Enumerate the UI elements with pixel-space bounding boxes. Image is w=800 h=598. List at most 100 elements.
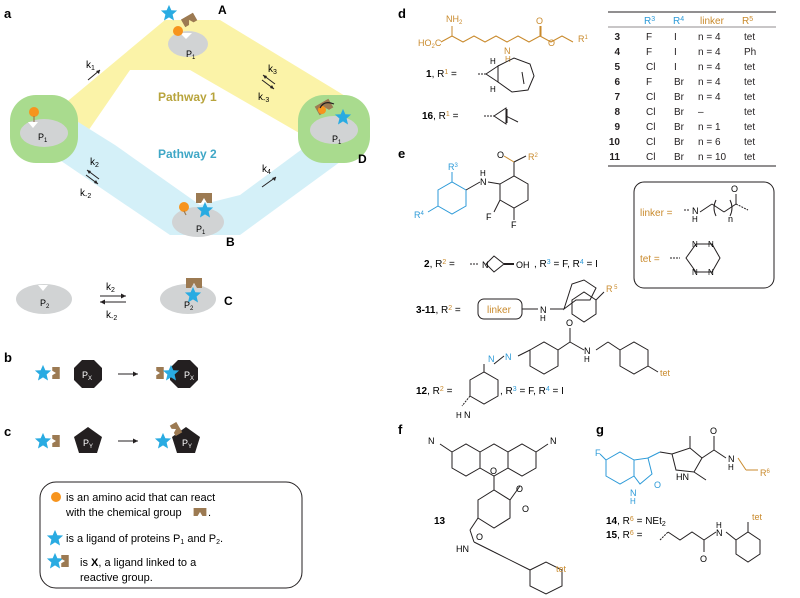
pathway2-band	[45, 110, 370, 235]
BCN-H1: H	[490, 57, 496, 66]
cmp3-H: H	[540, 314, 546, 323]
table-cell: Cl	[646, 62, 655, 73]
BCN-H2: H	[490, 85, 496, 94]
table-cell: n = 4	[698, 77, 721, 88]
table-cell: tet	[744, 92, 755, 103]
table-cell: Cl	[646, 92, 655, 103]
e-R4: R4	[414, 210, 425, 220]
state-D-complex	[310, 98, 358, 144]
d-NH-H: H	[505, 55, 511, 64]
P2-label-free: P2	[40, 298, 50, 310]
azetidine-N: N	[482, 260, 489, 270]
table-cell-compound: 10	[609, 137, 621, 148]
cmp12-N2: N	[505, 352, 512, 362]
linker-def-N: N	[692, 206, 699, 216]
table-cell-compound: 9	[614, 122, 620, 133]
table-cell-compound: 3	[614, 32, 620, 43]
table-cell: n = 6	[698, 137, 721, 148]
k1-arrow	[87, 69, 101, 81]
Py-complex	[154, 421, 200, 453]
P2-complex	[160, 278, 216, 314]
table-cell: Cl	[646, 152, 655, 163]
cmp3-N: N	[540, 305, 547, 315]
tet-N4: N	[708, 268, 714, 277]
tmr-tet: tet	[556, 564, 567, 574]
pathway1-label: Pathway 1	[158, 90, 217, 104]
table-cell: Cl	[646, 122, 655, 133]
tmr-O-amide: O	[476, 532, 483, 542]
panel-label-g: g	[596, 422, 604, 437]
table-cell: tet	[744, 152, 755, 163]
table-header-R4: R4	[673, 16, 684, 27]
e-F2: F	[511, 220, 517, 230]
e-R5: R 5	[606, 284, 618, 294]
cmp12-label: 12, R2 =	[416, 386, 453, 397]
cmp12-N1: N	[488, 354, 495, 364]
linker-def-structure	[684, 194, 749, 217]
g-O-lactam: O	[654, 480, 661, 490]
tet-def-label: tet =	[640, 254, 660, 265]
cmp15-N: N	[716, 528, 723, 538]
e-NH-H: H	[480, 169, 486, 178]
g-NH-H: H	[728, 463, 734, 472]
table-cell: F	[646, 47, 652, 58]
table-cell: n = 1	[698, 122, 721, 133]
Px-protein	[74, 360, 102, 388]
panel-label-d: d	[398, 6, 406, 21]
k2-arrows	[85, 169, 100, 185]
P2-free	[16, 284, 72, 314]
table-cell: tet	[744, 32, 755, 43]
table-cell: Br	[674, 92, 685, 103]
tet-N3: N	[692, 268, 698, 277]
panel-label-f: f	[398, 422, 403, 437]
cmp15-O: O	[700, 554, 707, 564]
g-R6: R6	[760, 468, 771, 478]
table-cell: tet	[744, 122, 755, 133]
b-arrow	[118, 371, 138, 377]
table-cell: I	[674, 47, 677, 58]
Px-complex	[156, 360, 198, 388]
cmp13-label: 13	[434, 516, 446, 527]
Py-label: PY	[83, 438, 93, 450]
P1-label-A: P1	[186, 49, 196, 61]
P1-label-B: P1	[196, 224, 206, 236]
state-free-P1	[20, 107, 68, 147]
Px-label-complex: PX	[184, 370, 194, 382]
k3-arrows	[261, 74, 276, 90]
d-NH: N	[504, 46, 511, 56]
k2-label: k2	[90, 157, 99, 169]
table-cell: Br	[674, 152, 685, 163]
azetidine-structure	[470, 255, 514, 273]
g-F: F	[595, 448, 601, 458]
sunitinib-structure	[599, 436, 758, 485]
BCN-structure	[478, 57, 535, 93]
cmp12-amine-H: H	[456, 411, 462, 420]
azetidine-OH: OH	[516, 260, 530, 270]
e-R2: R2	[528, 152, 539, 162]
table-cell: n = 4	[698, 92, 721, 103]
cmp12-tet: tet	[660, 368, 671, 378]
c-arrow	[118, 438, 138, 444]
tmr-O-lactone: O	[516, 484, 523, 494]
legend-line2: is a ligand of proteins P1 and P2.	[66, 533, 223, 546]
e-F1: F	[486, 212, 492, 222]
k3-label: k3	[268, 64, 277, 76]
linker-def-H: H	[692, 215, 698, 224]
table-cell-compound: 11	[609, 152, 620, 163]
table-cell: n = 4	[698, 47, 721, 58]
P2-equilibrium-arrows	[100, 293, 126, 305]
table-cell-compound: 8	[614, 107, 620, 118]
tmr-O-carbonyl: O	[522, 504, 529, 514]
linker-box-text: linker	[487, 305, 512, 316]
cmp16-label: 16, R1 =	[422, 111, 459, 122]
cmp12-amine-N: N	[464, 410, 471, 420]
mek-inhibitor-core	[427, 155, 529, 220]
table-cell: –	[698, 107, 704, 118]
table-cell: tet	[744, 137, 755, 148]
legend-line3a: is X, a ligand linked to a	[80, 557, 197, 569]
lysine-derivative-structure	[440, 26, 574, 43]
d-NH2: NH2	[446, 14, 463, 26]
table-cell: Cl	[646, 137, 655, 148]
cmp3-11-tail-structure	[522, 279, 605, 323]
